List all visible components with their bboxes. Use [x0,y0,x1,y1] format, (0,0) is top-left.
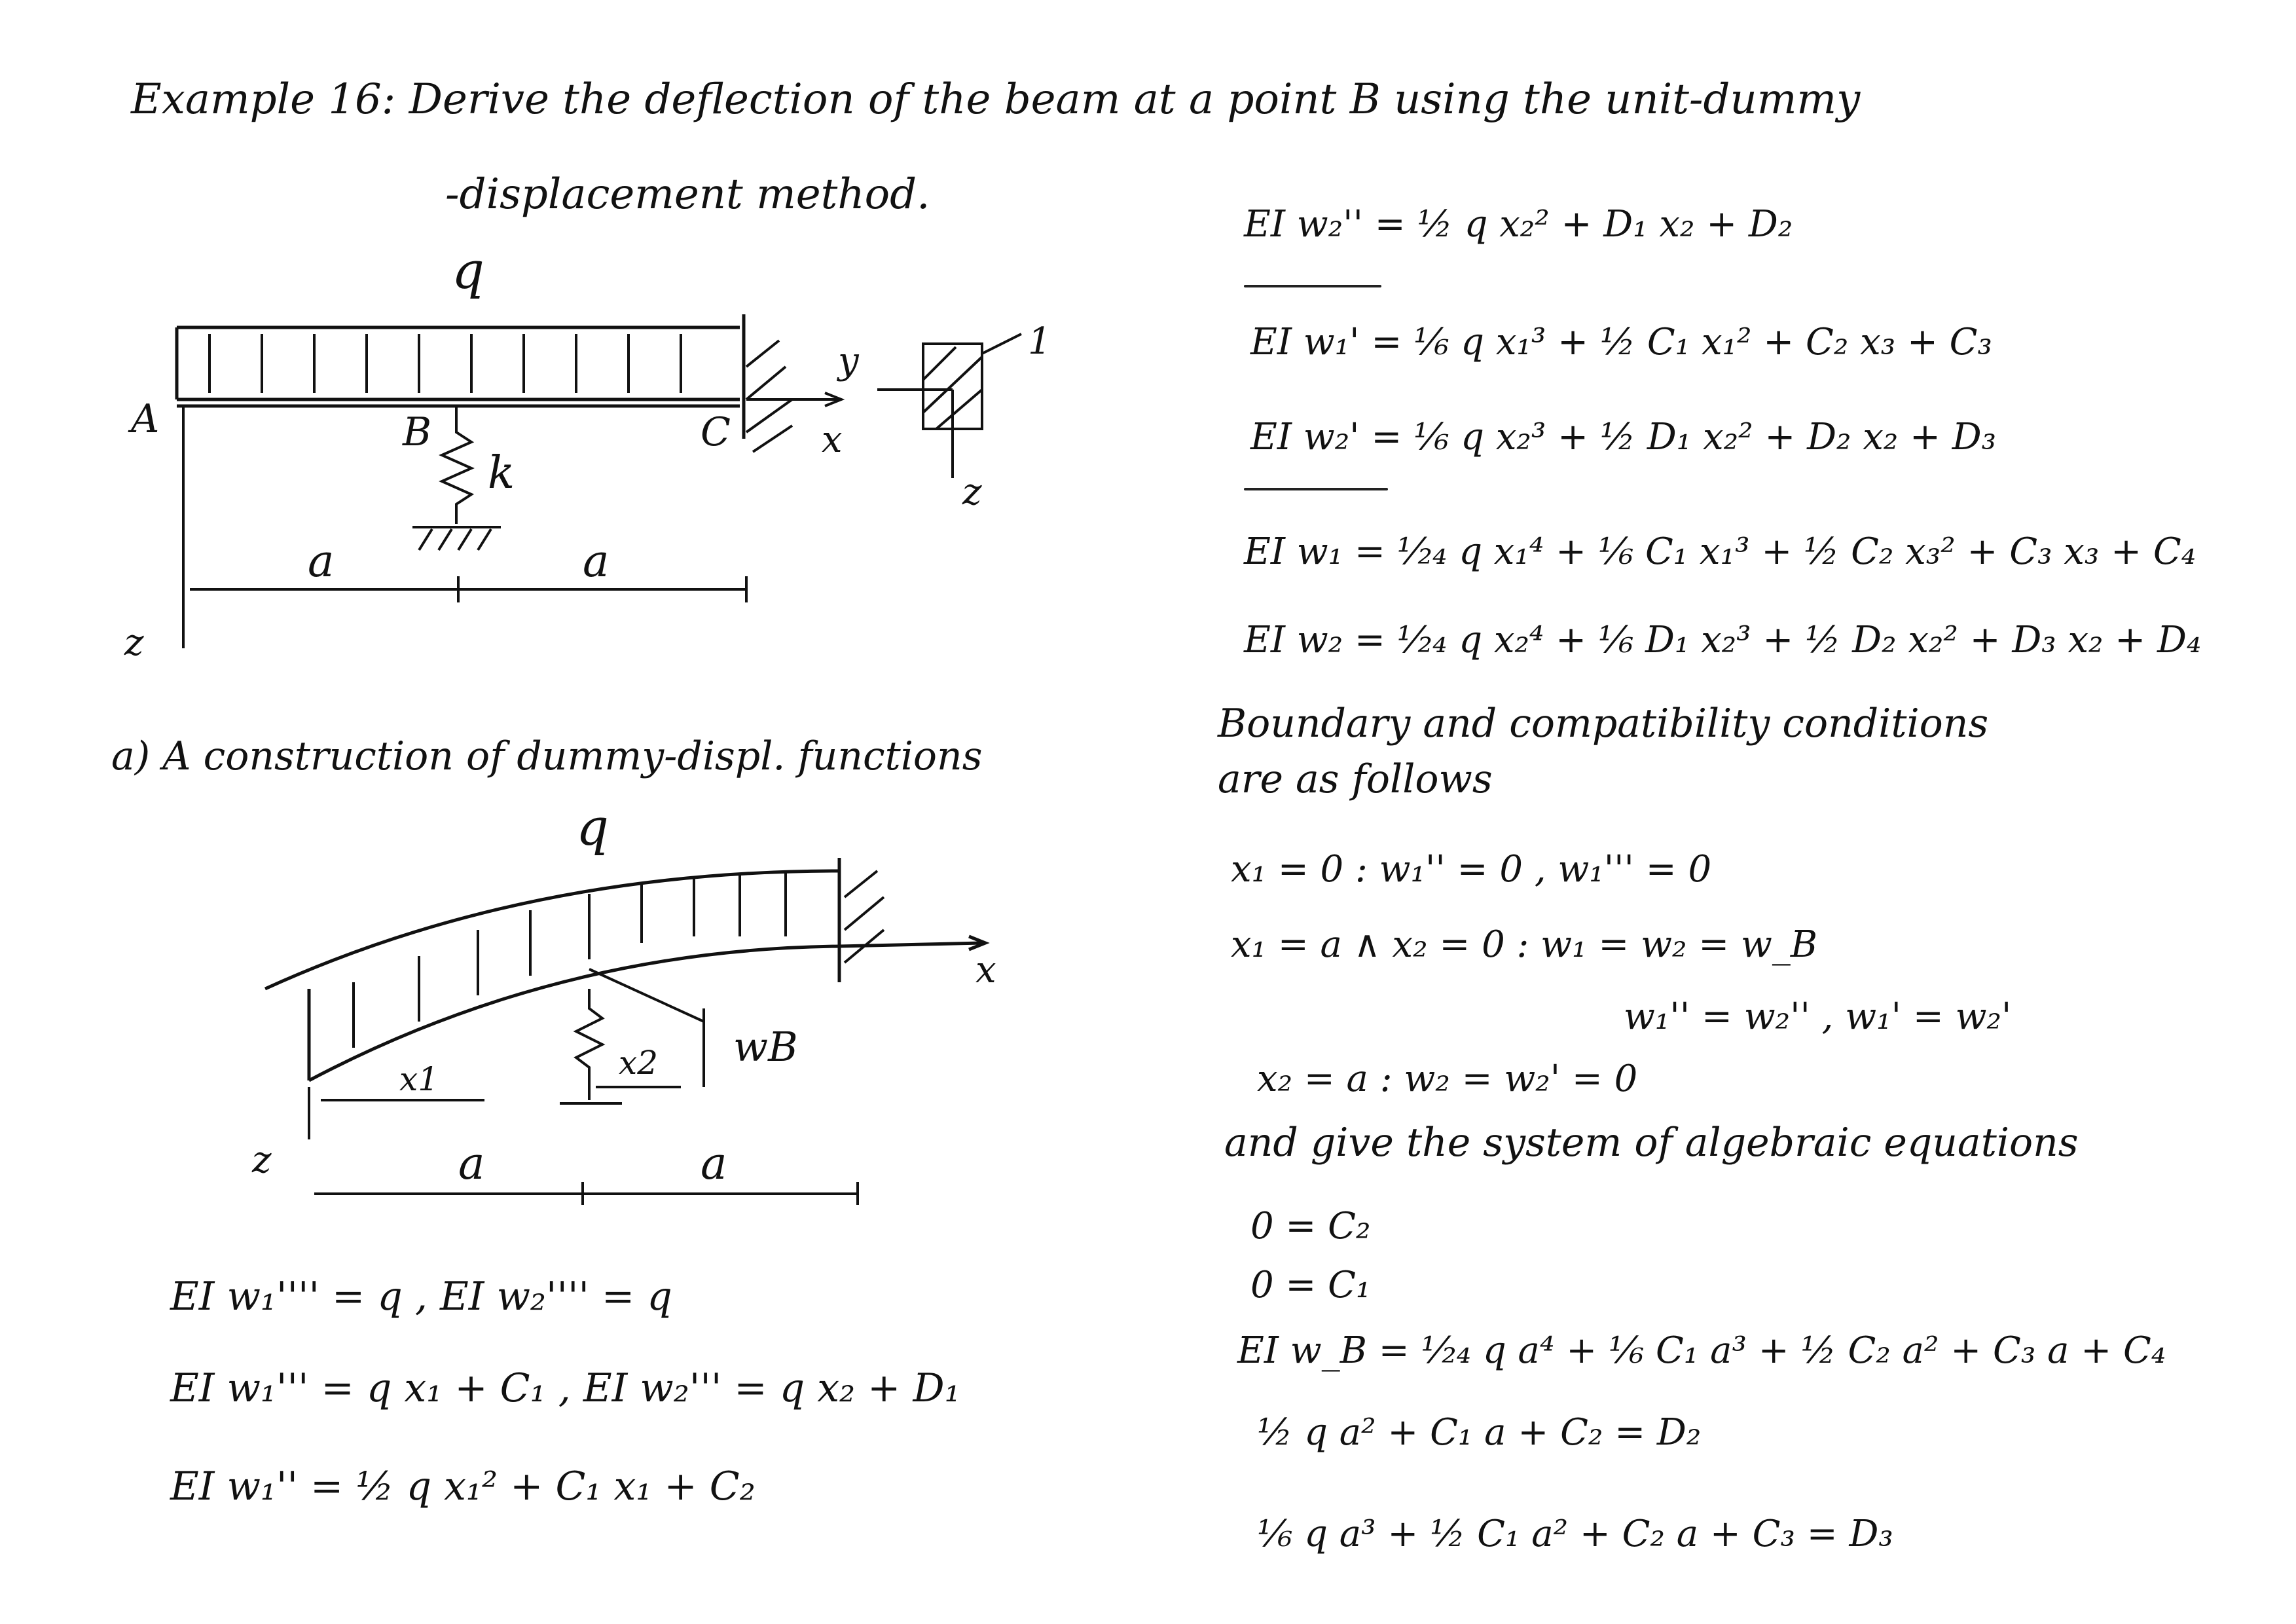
point-a-label: A [128,396,159,442]
conditions-outro: and give the system of algebraic equatio… [1224,1120,2079,1166]
fixed-wall-hatch-bottom [843,870,885,964]
spring-icon [412,406,501,551]
condition-2: x₁ = a ∧ x₂ = 0 : w₁ = w₂ = w_B [1231,923,1818,966]
x2-label: x2 [619,1044,658,1082]
equation-w2-first: EI w₂' = ⅙ q x₂³ + ½ D₁ x₂² + D₂ x₂ + D₃ [1250,416,1997,458]
system-equation-1: 0 = C₂ [1250,1205,1371,1247]
point-b-label: B [402,409,431,455]
condition-1: x₁ = 0 : w₁'' = 0 , w₁''' = 0 [1231,848,1712,891]
system-equation-4: ½ q a² + C₁ a + C₂ = D₂ [1257,1411,1702,1454]
fixed-wall-hatch [745,339,793,453]
divider [1244,488,1388,490]
conditions-intro-1: Boundary and compatibility conditions [1218,701,1989,747]
coordinate-axes-icon [877,333,1022,478]
equation-w1-first: EI w₁' = ⅙ q x₁³ + ½ C₁ x₁² + C₂ x₃ + C₃ [1250,321,1992,363]
axis-z-label-bottom: z [251,1139,272,1181]
load-label-q-bottom: q [576,798,609,857]
equation-w2: EI w₂ = ¹⁄₂₄ q x₂⁴ + ⅙ D₁ x₂³ + ½ D₂ x₂²… [1244,619,2202,661]
load-label-q: q [452,242,484,301]
system-equation-2: 0 = C₁ [1250,1264,1371,1306]
point-c-label: C [701,409,731,455]
dimension-lines-bottom [308,1086,859,1205]
left-equation-3: EI w₁'' = ½ q x₁² + C₁ x₁ + C₂ [170,1464,756,1509]
deflected-beam [264,858,990,1082]
dimension-lines-top [182,392,845,648]
left-equation-2: EI w₁''' = q x₁ + C₁ , EI w₂''' = q x₂ +… [170,1365,960,1411]
axis-x-label-bottom: x [975,949,996,991]
spring-icon-bottom [560,968,705,1105]
equation-w1: EI w₁ = ¹⁄₂₄ q x₁⁴ + ⅙ C₁ x₁³ + ½ C₂ x₃²… [1244,530,2196,573]
beam-top [175,314,746,439]
condition-4: x₂ = a : w₂ = w₂' = 0 [1257,1058,1638,1100]
system-equation-3: EI w_B = ¹⁄₂₄ q a⁴ + ⅙ C₁ a³ + ½ C₂ a² +… [1237,1329,2166,1372]
axis-z-label: z [124,621,144,664]
distributed-load-arrows [208,334,682,393]
title-line-2: -displacement method. [445,170,930,219]
axis-x-label: x [822,418,843,461]
x1-label: x1 [399,1060,439,1098]
left-equation-1: EI w₁'''' = q , EI w₂'''' = q [170,1274,672,1320]
axes-z-label: z [962,471,982,513]
conditions-intro-2: are as follows [1218,756,1493,802]
section-a-heading: a) A construction of dummy-displ. functi… [111,733,983,779]
spring-k-label: k [488,447,515,499]
distributed-load-arrows-bottom [352,872,787,1048]
dim-right-a: a [583,536,610,587]
axes-y-label: y [836,340,860,382]
dim-left-a: a [308,536,335,587]
system-equation-5: ⅙ q a³ + ½ C₁ a² + C₂ a + C₃ = D₃ [1257,1513,1893,1555]
title-line-1: Example 16: Derive the deflection of the… [131,75,1861,124]
dim-right-a-bottom: a [701,1138,727,1190]
wb-label: wB [733,1023,798,1071]
equation-w2-second: EI w₂'' = ½ q x₂² + D₁ x₂ + D₂ [1244,203,1793,246]
unit-load-label: 1 [1028,320,1051,363]
divider [1244,285,1381,287]
condition-3: w₁'' = w₂'' , w₁' = w₂' [1624,995,2012,1038]
dim-left-a-bottom: a [458,1138,485,1190]
